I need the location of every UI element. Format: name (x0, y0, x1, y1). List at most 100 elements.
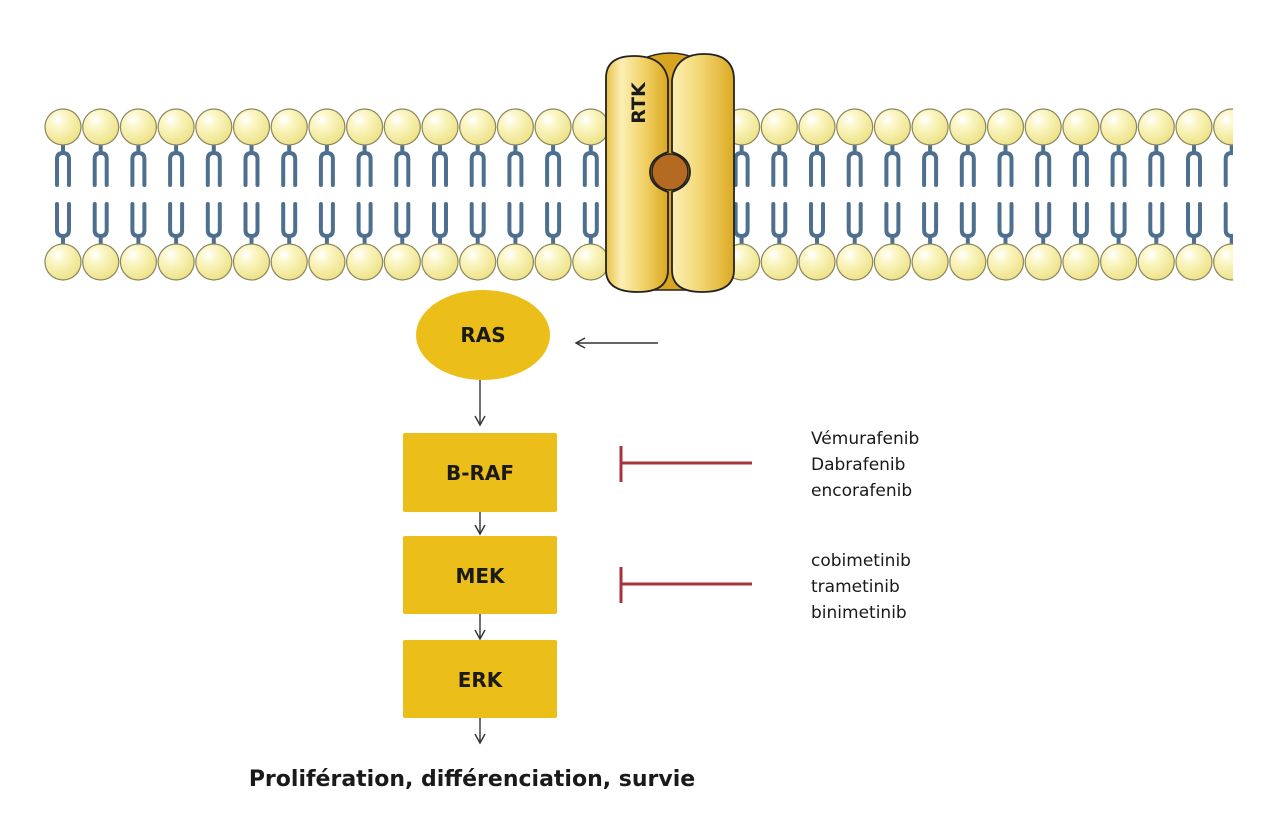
lipid-tail-upper (507, 143, 524, 187)
lipid-molecule (986, 108, 1025, 281)
lipid-head-lower (157, 243, 195, 281)
lipid-molecule (873, 108, 912, 281)
lipid-tail-upper (959, 143, 976, 187)
lipid-head-upper (421, 108, 459, 146)
lipid-tail-lower (1072, 202, 1089, 246)
lipid-head-upper (572, 108, 610, 146)
lipid-tail-upper (130, 143, 147, 187)
lipid-molecule (1024, 108, 1062, 281)
lipid-molecule (836, 108, 874, 281)
lipid-tail-lower (92, 202, 109, 246)
lipid-tail-lower (130, 202, 147, 246)
lipid-head-upper (383, 108, 421, 146)
lipid-head-lower (119, 243, 157, 281)
rtk-label: RTK (628, 81, 650, 124)
mek-box (403, 536, 557, 614)
lipid-tail-lower (281, 202, 298, 246)
lipid-head-lower (496, 243, 535, 281)
lipid-tail-upper (168, 143, 185, 187)
lipid-tail-upper (469, 143, 486, 187)
mek-drug: cobimetinib (811, 551, 911, 571)
lipid-molecule (1137, 108, 1175, 281)
lipid-head-upper (1099, 108, 1138, 146)
lipid-head-upper (308, 108, 346, 146)
node-braf: B-RAF (403, 433, 557, 512)
lipid-molecule (157, 108, 195, 281)
lipid-head-upper (496, 108, 535, 146)
lipid-head-lower (1024, 243, 1062, 281)
lipid-tail-upper (884, 143, 901, 187)
lipid-tail-lower (394, 202, 411, 246)
lipid-tail-upper (771, 143, 788, 187)
lipid-tail-lower (959, 202, 976, 246)
lipid-head-upper (119, 108, 157, 146)
lipid-molecule (459, 108, 497, 281)
rtk-kinase-core-icon (651, 153, 689, 191)
lipid-molecule (1062, 108, 1100, 281)
lipid-molecule (534, 108, 572, 281)
lipid-molecule (119, 108, 157, 281)
lipid-tail-lower (1035, 202, 1052, 246)
lipid-head-lower (986, 243, 1025, 281)
lipid-tail-lower (771, 202, 788, 246)
lipid-head-upper (1137, 108, 1175, 146)
lipid-tail-lower (243, 202, 260, 246)
lipid-molecule (572, 108, 610, 281)
lipid-head-upper (949, 108, 987, 146)
lipid-tail-upper (997, 143, 1014, 187)
lipid-tail-lower (922, 202, 939, 246)
pathway-outcome: Prolifération, différenciation, survie (249, 767, 695, 792)
lipid-head-lower (1099, 243, 1138, 281)
lipid-head-lower (534, 243, 572, 281)
lipid-head-upper (270, 108, 308, 146)
lipid-head-lower (1062, 243, 1100, 281)
lipid-tail-lower (356, 202, 373, 246)
lipid-tail-lower (582, 202, 599, 246)
lipid-head-lower (873, 243, 912, 281)
lipid-molecule (232, 108, 271, 281)
lipid-head-lower (232, 243, 271, 281)
lipid-head-lower (44, 243, 82, 281)
lipid-head-upper (873, 108, 912, 146)
lipid-tail-lower (1186, 202, 1202, 246)
lipid-tail-upper (1110, 143, 1127, 187)
lipid-tail-upper (846, 143, 863, 187)
lipid-head-upper (534, 108, 572, 146)
braf-label: B-RAF (446, 461, 514, 485)
lipid-head-lower (195, 243, 233, 281)
lipid-molecule (911, 108, 949, 281)
lipid-head-lower (346, 243, 384, 281)
ras-ellipse (416, 290, 550, 380)
lipid-head-lower (1175, 243, 1213, 281)
mek-drug: binimetinib (811, 603, 907, 623)
lipid-tail-lower (469, 202, 486, 246)
lipid-head-lower (572, 243, 610, 281)
lipid-tail-lower (884, 202, 901, 246)
mek-drug: trametinib (811, 577, 900, 597)
lipid-molecule (44, 108, 82, 281)
lipid-tail-lower (1148, 202, 1165, 246)
lipid-tail-lower (733, 202, 750, 246)
lipid-head-lower (82, 243, 120, 281)
lipid-tail-upper (92, 143, 109, 187)
lipid-tail-lower (1110, 202, 1127, 246)
lipid-molecule (195, 108, 233, 281)
lipid-head-lower (308, 243, 346, 281)
braf-box (403, 433, 557, 512)
lipid-head-upper (911, 108, 949, 146)
lipid-tail-upper (582, 143, 599, 187)
lipid-molecule (383, 108, 421, 281)
lipid-tail-lower (205, 202, 222, 246)
lipid-molecule (346, 108, 384, 281)
ras-label: RAS (460, 323, 505, 347)
lipid-tail-lower (545, 202, 562, 246)
lipid-tail-upper (432, 143, 448, 187)
lipid-tail-upper (281, 143, 298, 187)
lipid-tail-upper (733, 143, 750, 187)
rtk-right-subunit (671, 53, 735, 293)
lipid-tail-upper (356, 143, 373, 187)
lipid-head-lower (911, 243, 949, 281)
lipid-molecule (496, 108, 535, 281)
lipid-tail-lower (809, 202, 825, 246)
